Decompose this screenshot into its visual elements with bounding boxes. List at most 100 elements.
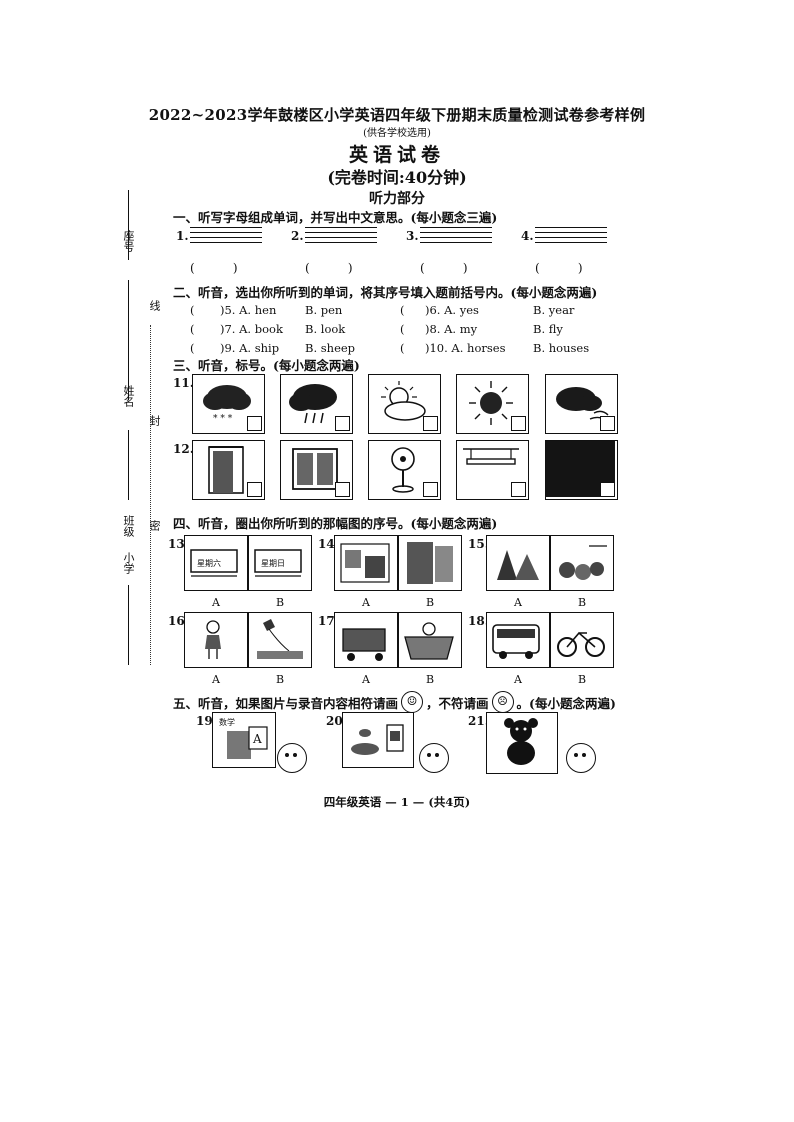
trees-icon: [497, 550, 539, 580]
exam-subject: 英语试卷: [348, 144, 445, 166]
blank-face-icon: [285, 753, 297, 757]
section2-heading: 二、听音，选出你所听到的单词，将其序号填入题前括号内。(每小题念两遍): [173, 285, 598, 300]
picture-option-a[interactable]: 星期六: [184, 535, 248, 591]
picture-window[interactable]: [280, 440, 353, 500]
section5-heading-end: 。(每小题念两遍): [516, 695, 616, 711]
question-option-b: B. year: [533, 303, 575, 317]
page-footer: 四年级英语 — 1 — (共4页): [323, 795, 471, 809]
answer-box[interactable]: [423, 482, 438, 497]
picture-option-b[interactable]: [248, 612, 312, 668]
answer-paren-open[interactable]: (: [190, 303, 195, 317]
secret-label: 密: [148, 520, 161, 531]
line-label: 线: [148, 300, 161, 311]
picture-math[interactable]: 数学 A: [212, 712, 276, 768]
answer-box[interactable]: [247, 482, 262, 497]
option-b-label: B: [578, 673, 587, 686]
picture-option-a[interactable]: [486, 535, 550, 591]
picture-snow-cloud[interactable]: * * *: [192, 374, 265, 434]
item-number: 15.: [468, 537, 489, 551]
picture-option-b[interactable]: [398, 612, 462, 668]
light-icon: [463, 448, 519, 465]
answer-paren-open[interactable]: (: [190, 322, 195, 336]
answer-box[interactable]: [423, 416, 438, 431]
answer-box[interactable]: [600, 482, 615, 497]
picture-sun-cloud[interactable]: [368, 374, 441, 434]
answer-paren[interactable]: ( ): [535, 261, 583, 275]
answer-paren[interactable]: ( ): [305, 261, 353, 275]
item-number: 17.: [318, 614, 339, 628]
bread-icon: [351, 724, 404, 755]
picture-option-a[interactable]: [334, 535, 398, 591]
answer-paren-open[interactable]: (: [400, 322, 405, 336]
bookshelf-icon: [407, 542, 453, 584]
answer-paren-open[interactable]: (: [400, 341, 405, 355]
picture-wind-cloud[interactable]: [545, 374, 618, 434]
picture-option-b[interactable]: [550, 535, 614, 591]
item-number: 20.: [326, 714, 347, 728]
picture-option-a[interactable]: [184, 612, 248, 668]
writing-lines[interactable]: [420, 227, 492, 249]
picture-option-a[interactable]: [486, 612, 550, 668]
picture-bread[interactable]: [342, 712, 414, 768]
answer-box[interactable]: [511, 416, 526, 431]
item-number: 14.: [318, 537, 339, 551]
section5-heading-start: 五、听音，如果图片与录音内容相符请画: [173, 695, 399, 711]
item-number: 21.: [468, 714, 489, 728]
face-answer-circle[interactable]: [566, 743, 596, 773]
item-number: 13.: [168, 537, 189, 551]
picture-bear[interactable]: [486, 712, 558, 774]
option-a-label: A: [362, 673, 370, 686]
section5-heading: 五、听音，如果图片与录音内容相符请画 ☺ ，不符请画 ☹ 。(每小题念两遍): [173, 691, 616, 713]
picture-rain-cloud[interactable]: [280, 374, 353, 434]
snow-cloud-icon: * * *: [203, 385, 251, 424]
bicycle-icon: [557, 631, 605, 657]
picture-option-a[interactable]: [334, 612, 398, 668]
calendar-book-icon: 星期六: [190, 549, 238, 577]
picture-option-b[interactable]: 星期日: [248, 535, 312, 591]
exam-note: (供各学校选用): [363, 128, 431, 139]
answer-box[interactable]: [335, 482, 350, 497]
answer-paren[interactable]: ( ): [420, 261, 468, 275]
answer-box[interactable]: [335, 416, 350, 431]
picture-door[interactable]: [192, 440, 265, 500]
option-a-label: A: [514, 673, 522, 686]
seat-label: 座号: [122, 230, 135, 252]
writing-lines[interactable]: [535, 227, 607, 249]
answer-paren-open[interactable]: (: [400, 303, 405, 317]
answer-box[interactable]: [247, 416, 262, 431]
picture-sun[interactable]: [456, 374, 529, 434]
answer-paren[interactable]: ( ): [190, 261, 238, 275]
name-label: 姓名: [122, 385, 135, 407]
answer-box[interactable]: [511, 482, 526, 497]
writing-lines[interactable]: [305, 227, 377, 249]
writing-lines[interactable]: [190, 227, 262, 249]
basket-icon: [404, 622, 454, 660]
picture-light[interactable]: [456, 440, 529, 500]
item-number: 3.: [406, 229, 419, 243]
wind-cloud-icon: [556, 387, 609, 422]
picture-option-b[interactable]: [398, 535, 462, 591]
answer-paren-open[interactable]: (: [190, 341, 195, 355]
question-option-a: )5. A. hen: [220, 303, 277, 317]
item-number: 19.: [196, 714, 217, 728]
section1-heading: 一、听写字母组成单词，并写出中文意思。(每小题念三遍): [173, 210, 498, 225]
picture-option-b[interactable]: [550, 612, 614, 668]
answer-box[interactable]: [600, 416, 615, 431]
svg-text:* * *: * * *: [213, 414, 233, 424]
math-label: 数学: [219, 717, 235, 727]
section4-heading: 四、听音，圈出你所听到的那幅图的序号。(每小题念两遍): [173, 516, 498, 531]
question-option-a: )7. A. book: [220, 322, 283, 336]
picture-blackboard[interactable]: [545, 440, 618, 500]
face-answer-circle[interactable]: [419, 743, 449, 773]
picture-fan[interactable]: [368, 440, 441, 500]
school-label: 小学: [122, 552, 135, 574]
question-option-b: B. houses: [533, 341, 590, 355]
face-answer-circle[interactable]: [277, 743, 307, 773]
item-number: 18.: [468, 614, 489, 628]
option-a-label: A: [514, 596, 522, 609]
item-number: 16.: [168, 614, 189, 628]
item-number: 2.: [291, 229, 304, 243]
exam-title: 2022~2023学年鼓楼区小学英语四年级下册期末质量检测试卷参考样例: [148, 106, 646, 124]
baby-cart-icon: [342, 628, 386, 661]
option-b-label: B: [426, 673, 435, 686]
